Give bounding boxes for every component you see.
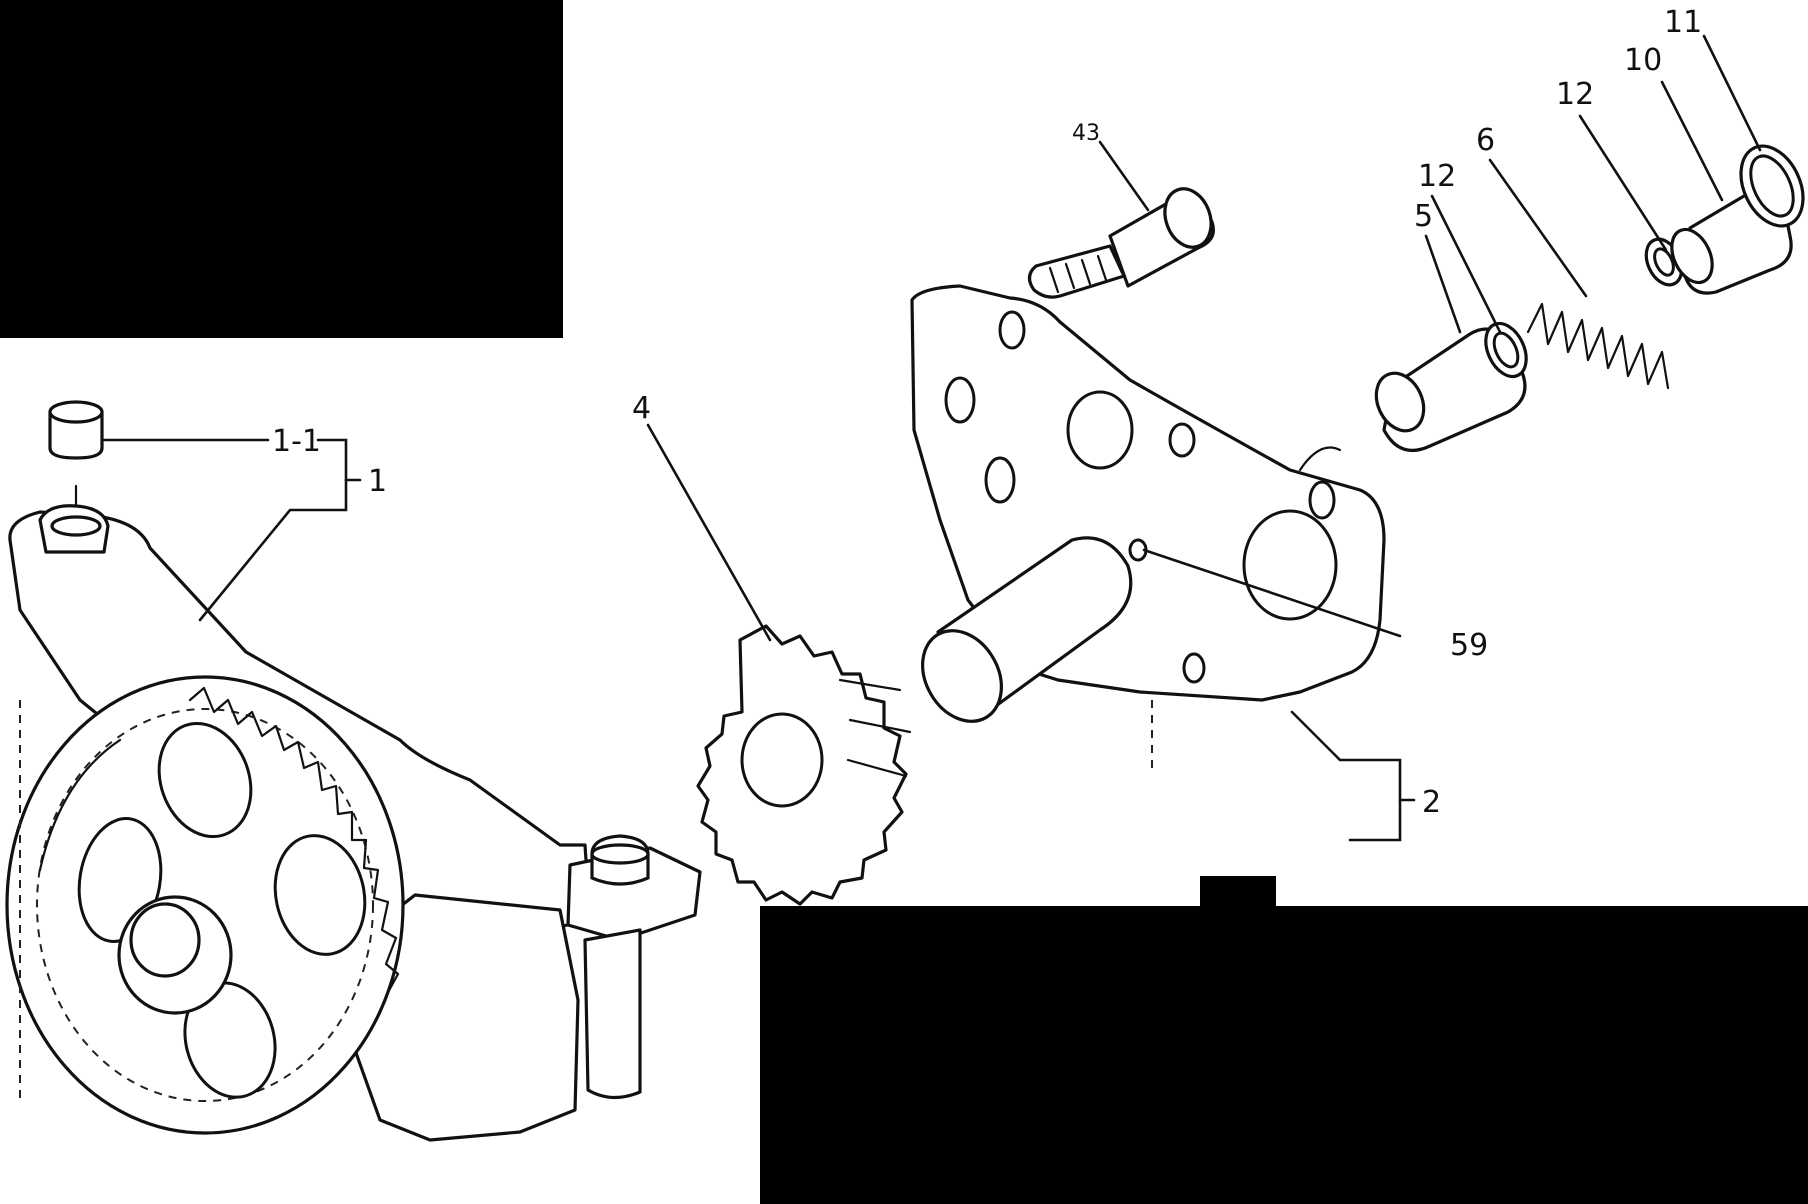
washer-part-a [1484, 321, 1528, 379]
callout-1-1: 1-1 [272, 424, 321, 459]
pump-body-part [5, 484, 702, 1142]
callout-2: 2 [1422, 785, 1441, 820]
callout-10: 10 [1624, 43, 1662, 78]
spring-part [1526, 302, 1670, 390]
dowel-pin-part [48, 400, 104, 460]
redaction-block-bottom-right [760, 876, 1808, 1204]
callout-1: 1 [368, 464, 387, 499]
callout-12-b: 12 [1556, 77, 1594, 112]
drive-gear-part [696, 624, 912, 906]
callout-4: 4 [632, 391, 651, 426]
pump-cover-part [910, 284, 1386, 770]
callout-11: 11 [1664, 5, 1702, 40]
bolt-part [1027, 187, 1215, 299]
redaction-block-top-left [0, 0, 563, 338]
callout-59: 59 [1450, 628, 1488, 663]
callout-12-a: 12 [1418, 159, 1456, 194]
leader-lines [102, 34, 1762, 842]
snap-ring-part [1739, 144, 1805, 228]
callout-6: 6 [1476, 123, 1495, 158]
callout-5: 5 [1414, 199, 1433, 234]
callout-43: 43 [1072, 121, 1100, 146]
